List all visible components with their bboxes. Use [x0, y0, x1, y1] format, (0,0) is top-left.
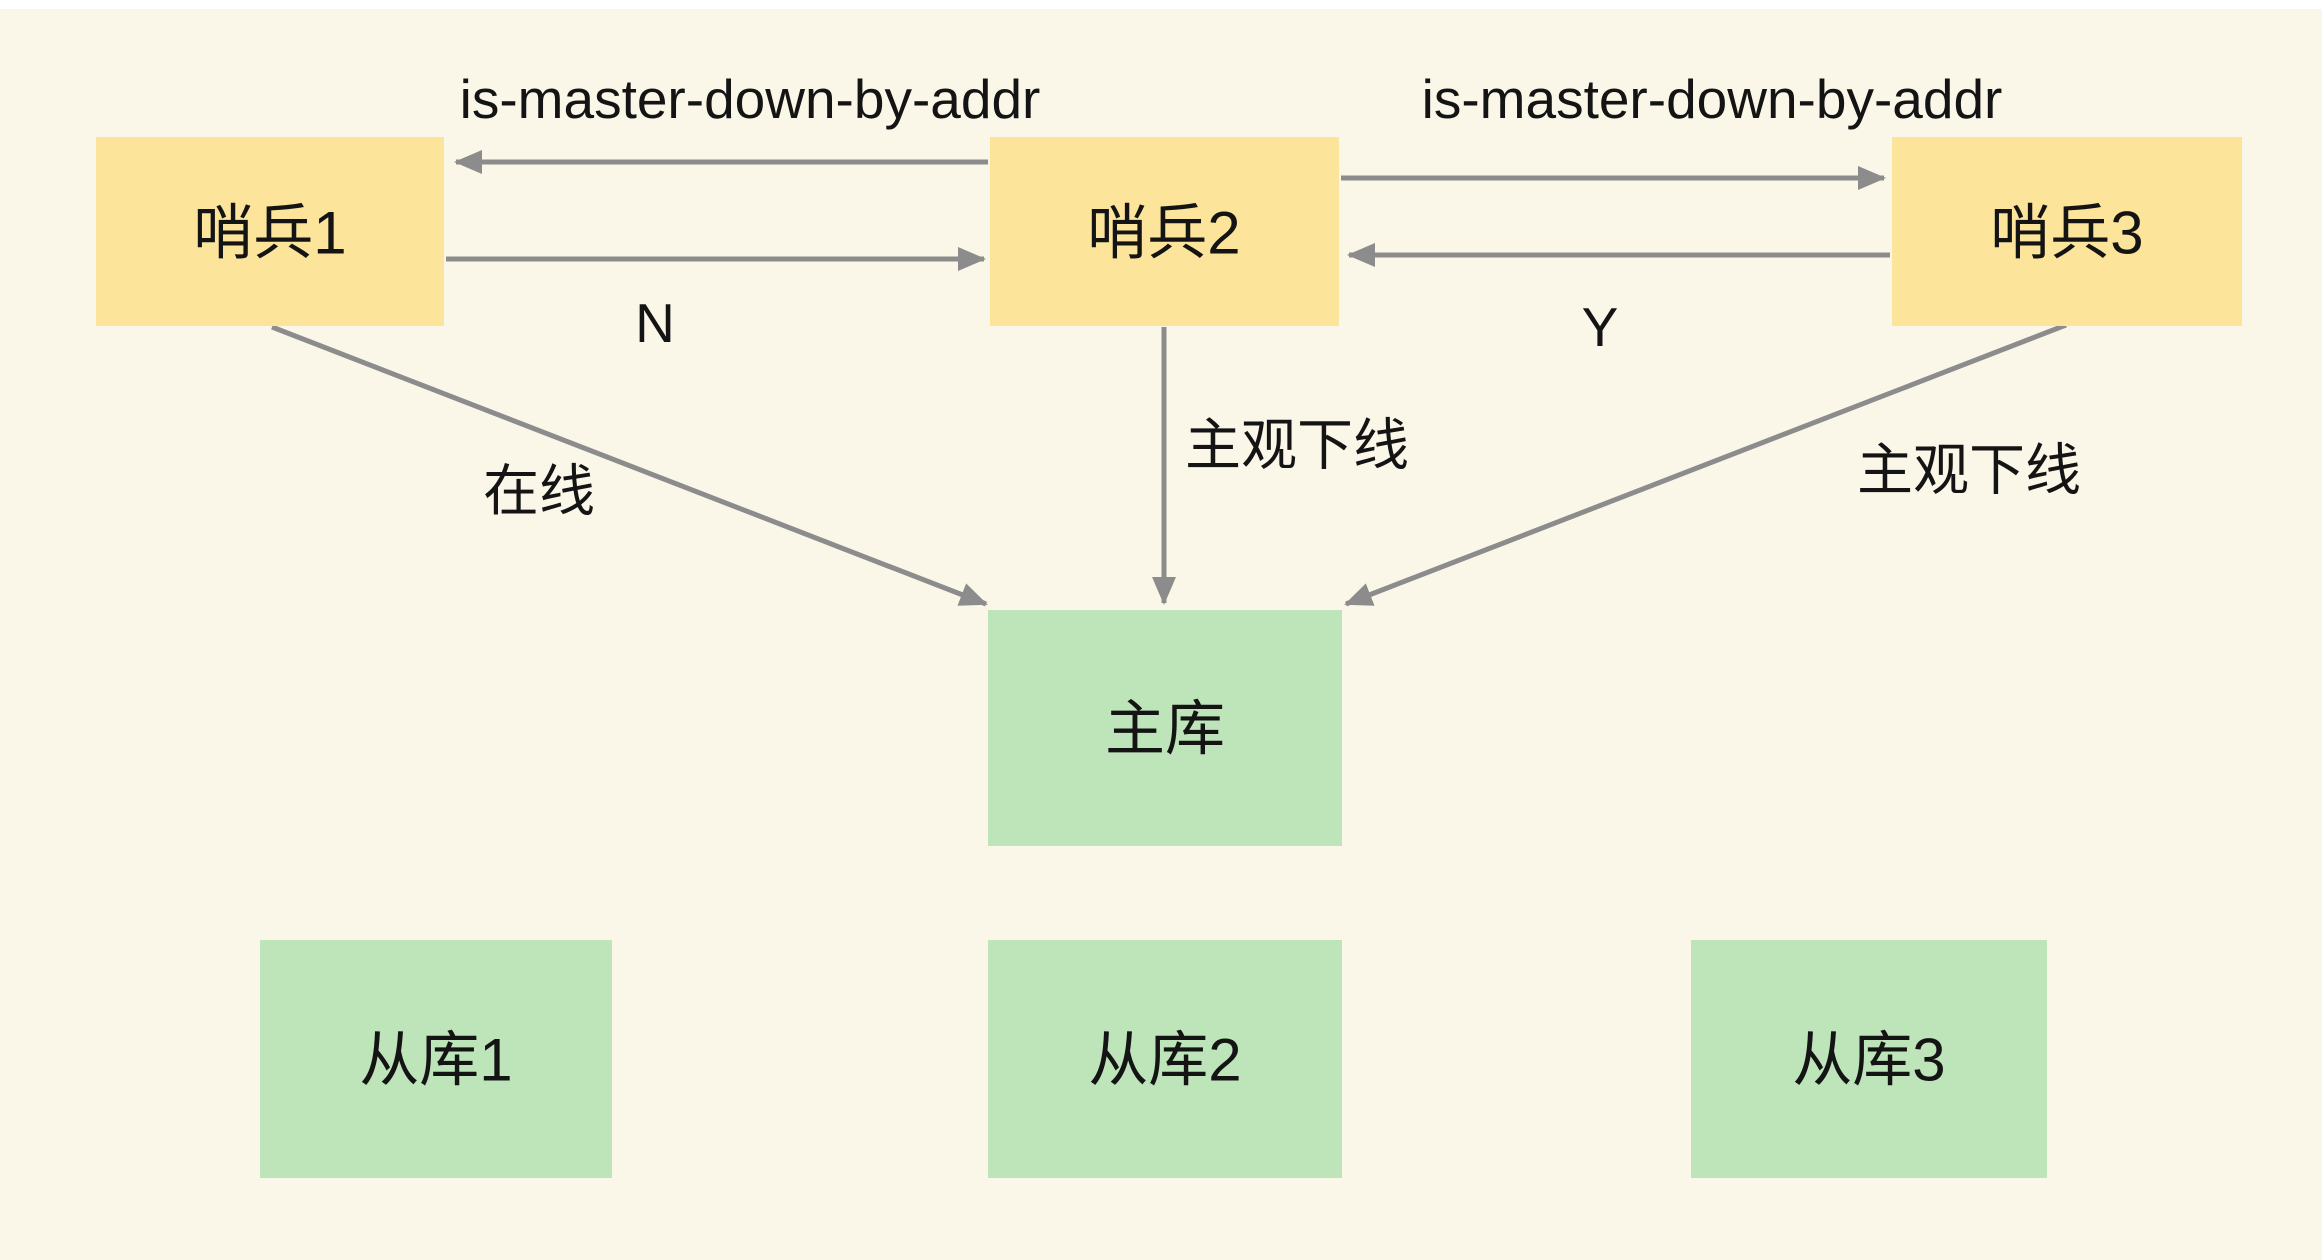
slave2-label: 从库2: [1088, 1027, 1241, 1094]
sentinel3-label: 哨兵3: [1990, 200, 2143, 267]
slave1-box: [260, 940, 612, 1178]
node-slave2: 从库2: [988, 940, 1342, 1178]
slave3-label: 从库3: [1792, 1027, 1945, 1094]
sentinel1-box: [96, 137, 444, 326]
sentinel2-label: 哨兵2: [1087, 200, 1240, 267]
top-strip: [0, 0, 2322, 9]
slave3-box: [1691, 940, 2047, 1178]
arrow-sentinel3-to-master: [1344, 322, 2067, 607]
edge-label-protocol-left: is-master-down-by-addr: [460, 68, 1041, 130]
sentinel1-label: 哨兵1: [193, 200, 346, 267]
master-box: [988, 610, 1342, 846]
edge-label-sdown-right: 主观下线: [1857, 439, 2081, 502]
edge-label-vote-n: N: [635, 292, 675, 354]
edge-label-sdown-middle: 主观下线: [1185, 414, 1409, 477]
slave2-box: [988, 940, 1342, 1178]
master-label: 主库: [1105, 696, 1225, 763]
node-slave1: 从库1: [260, 940, 612, 1178]
sentinel3-box: [1892, 137, 2242, 326]
node-sentinel3: 哨兵3: [1892, 137, 2242, 326]
edge-label-vote-y: Y: [1582, 296, 1619, 358]
node-slave3: 从库3: [1691, 940, 2047, 1178]
sentinel2-box: [990, 137, 1339, 326]
slave1-label: 从库1: [359, 1027, 512, 1094]
node-sentinel2: 哨兵2: [990, 137, 1339, 326]
edge-label-online: 在线: [483, 460, 595, 523]
edge-label-protocol-right: is-master-down-by-addr: [1422, 68, 2003, 130]
node-master: 主库: [988, 610, 1342, 846]
arrow-sentinel1-to-master: [271, 324, 988, 607]
node-sentinel1: 哨兵1: [96, 137, 444, 326]
